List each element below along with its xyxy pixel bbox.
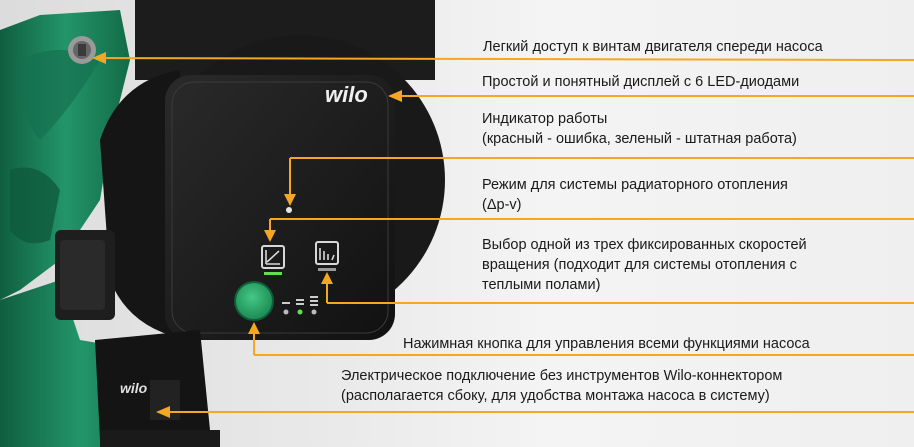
push-button (234, 281, 274, 321)
callout-radiator-mode: Режим для системы радиаторного отопления… (482, 177, 788, 213)
wilo-logo-front: wilo (325, 82, 368, 107)
wilo-logo-connector: wilo (120, 380, 148, 396)
callout-fixed-speeds: Выбор одной из трех фиксированных скорос… (482, 237, 807, 293)
motor-screw (68, 36, 96, 64)
chart-dp-v-icon (261, 245, 285, 275)
control-panel (165, 75, 395, 340)
floor-heating-icon (315, 241, 339, 271)
callout-display: Простой и понятный дисплей с 6 LED-диода… (482, 74, 800, 90)
status-led (286, 207, 292, 213)
motor-housing (100, 0, 445, 340)
bars-icon (282, 296, 318, 315)
callout-push-button: Нажимная кнопка для управления всеми фун… (403, 336, 810, 352)
callout-motor-screws: Легкий доступ к винтам двигателя спереди… (483, 39, 823, 55)
callout-connector: Электрическое подключение без инструмент… (341, 368, 783, 404)
callout-arrowheads (92, 52, 402, 418)
callout-leaders (95, 57, 914, 413)
callout-status-indicator: Индикатор работы (красный - ошибка, зеле… (482, 111, 797, 147)
